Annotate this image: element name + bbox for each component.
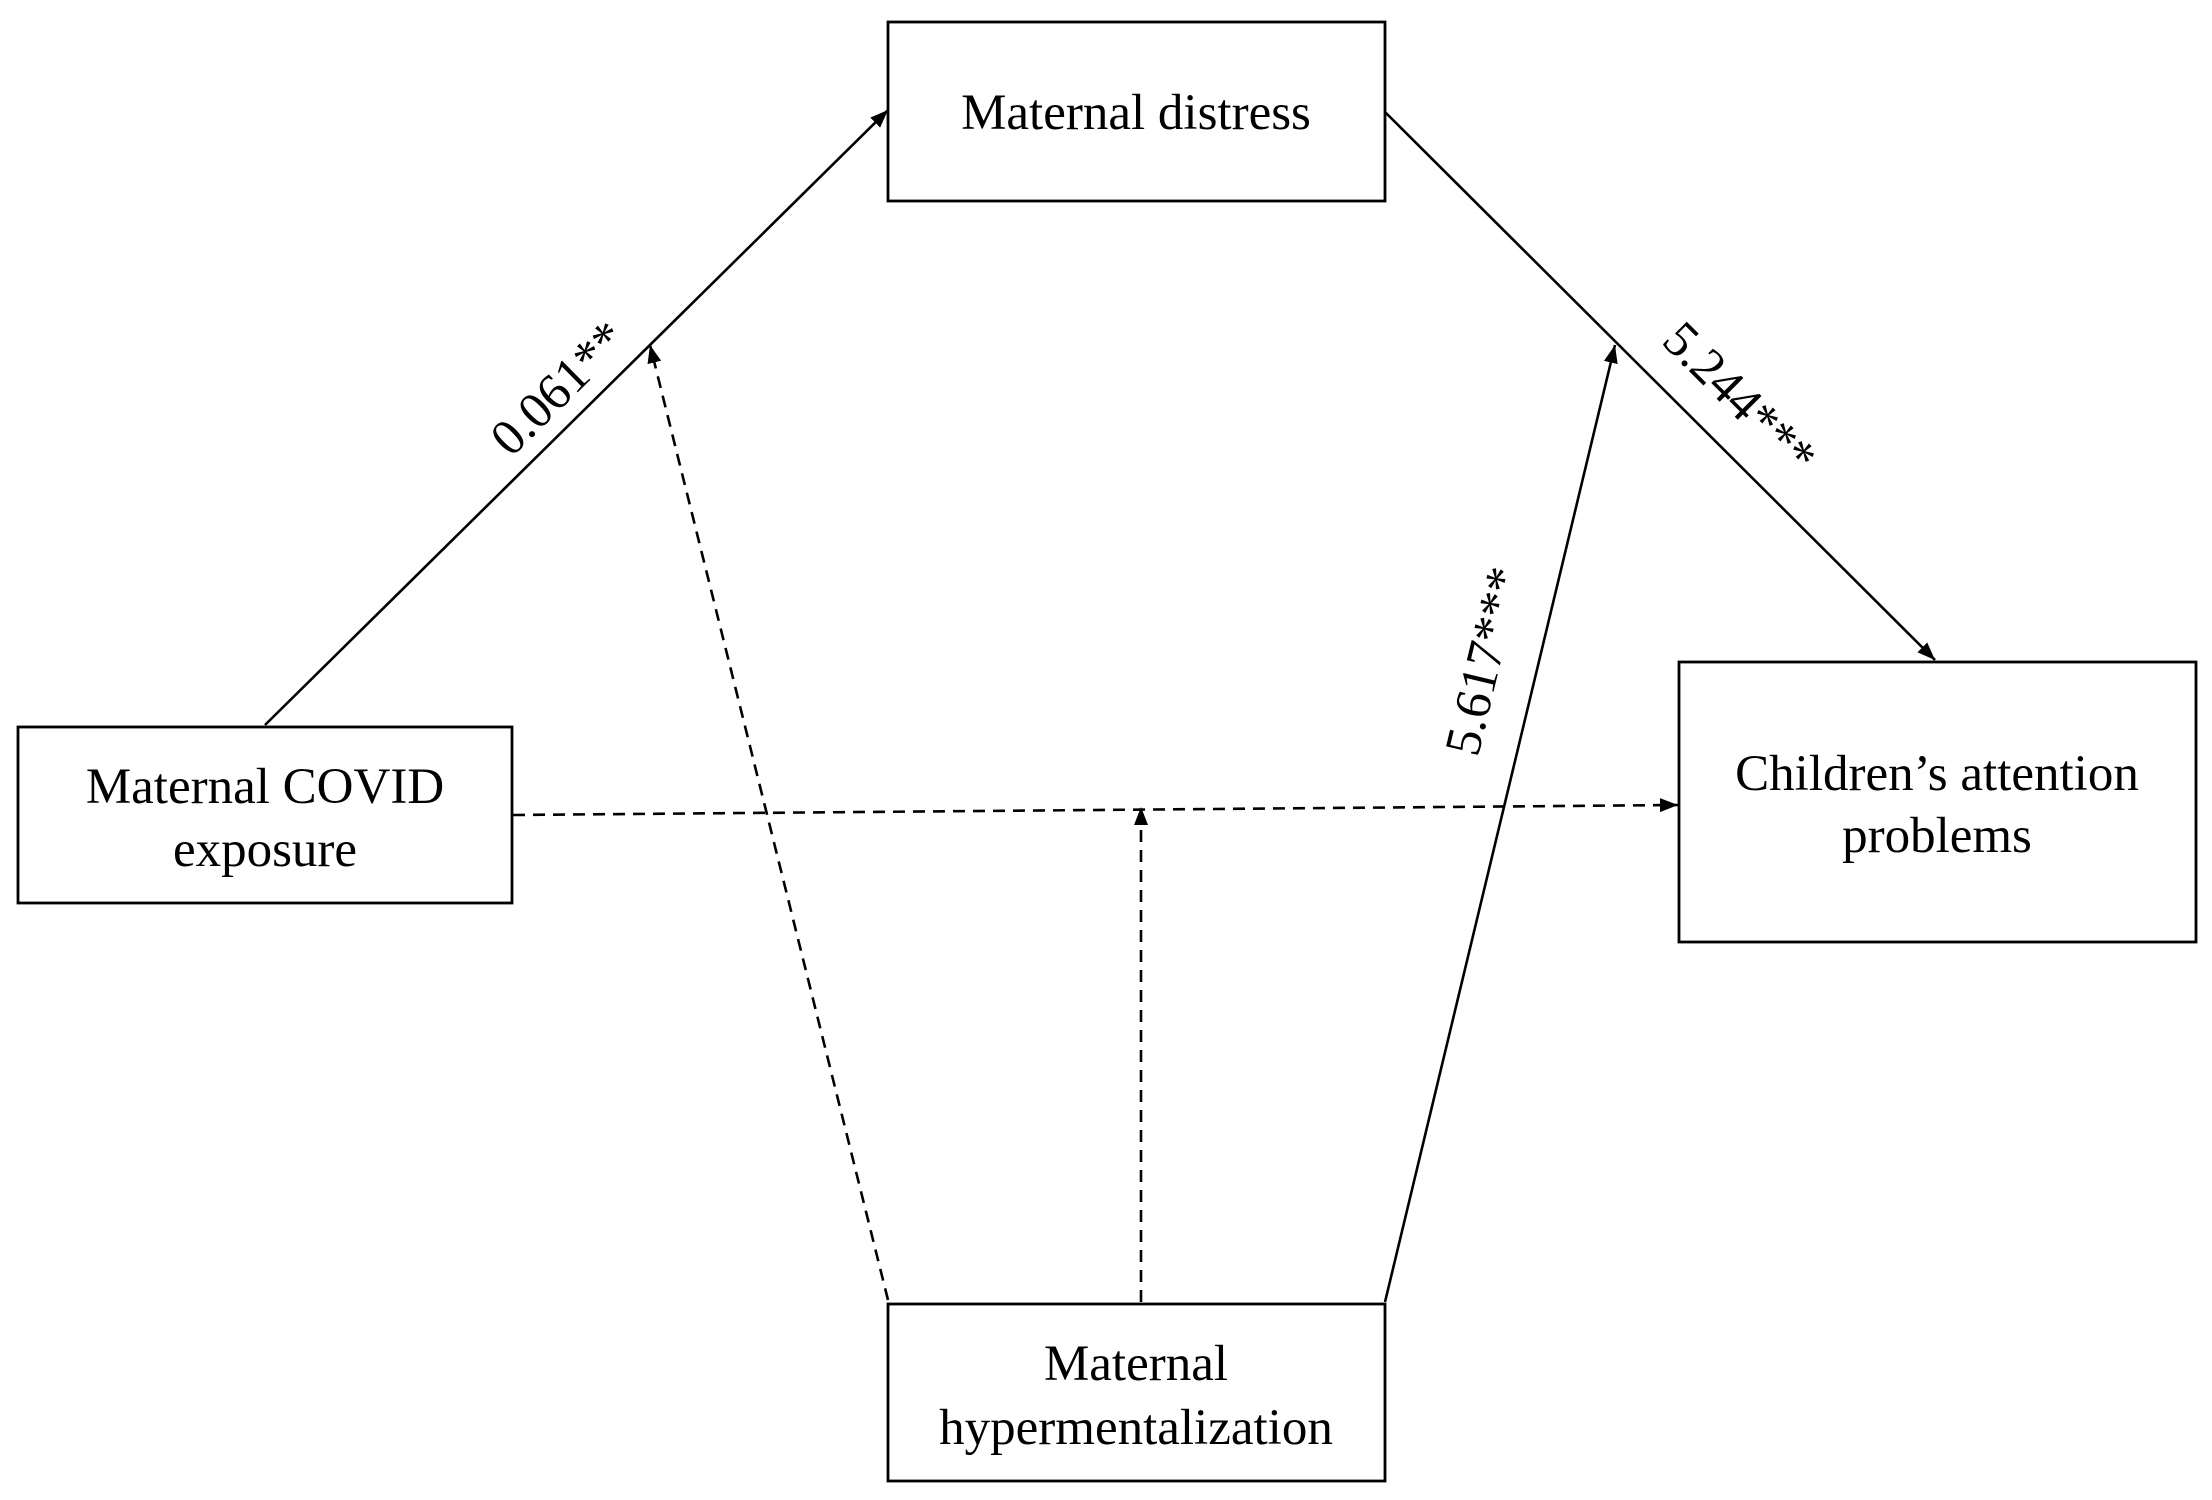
- distress-to-attention-arrow: [1384, 111, 1936, 661]
- coefficient-distress-to-attention: 5.244***: [1652, 311, 1827, 486]
- node-childrens-attention-problems-line1: Children’s attention: [1735, 746, 2139, 802]
- coefficient-hyper-to-b-path: 5.617***: [1435, 562, 1534, 761]
- node-maternal-distress-label: Maternal distress: [961, 85, 1311, 141]
- coefficient-exposure-to-distress: 0.061**: [480, 310, 637, 466]
- node-childrens-attention-problems: Children’s attention problems: [1677, 660, 2198, 944]
- node-childrens-attention-problems-line2: problems: [1842, 808, 2032, 864]
- node-maternal-covid-exposure-line2: exposure: [173, 822, 357, 878]
- hyper-moderates-b-path-arrow: [1383, 344, 1618, 1303]
- exposure-to-attention-dashed-arrow: [512, 798, 1679, 817]
- node-maternal-hypermentalization-line1: Maternal: [1044, 1336, 1228, 1392]
- node-maternal-hypermentalization: Maternal hypermentalization: [886, 1302, 1387, 1483]
- node-maternal-covid-exposure-line1: Maternal COVID: [86, 759, 444, 815]
- hyper-moderates-a-path-arrow: [647, 344, 890, 1301]
- node-maternal-covid-exposure: Maternal COVID exposure: [16, 725, 514, 905]
- node-maternal-distress: Maternal distress: [886, 20, 1387, 203]
- exposure-to-distress-arrow: [264, 109, 889, 726]
- node-maternal-hypermentalization-line2: hypermentalization: [939, 1400, 1333, 1456]
